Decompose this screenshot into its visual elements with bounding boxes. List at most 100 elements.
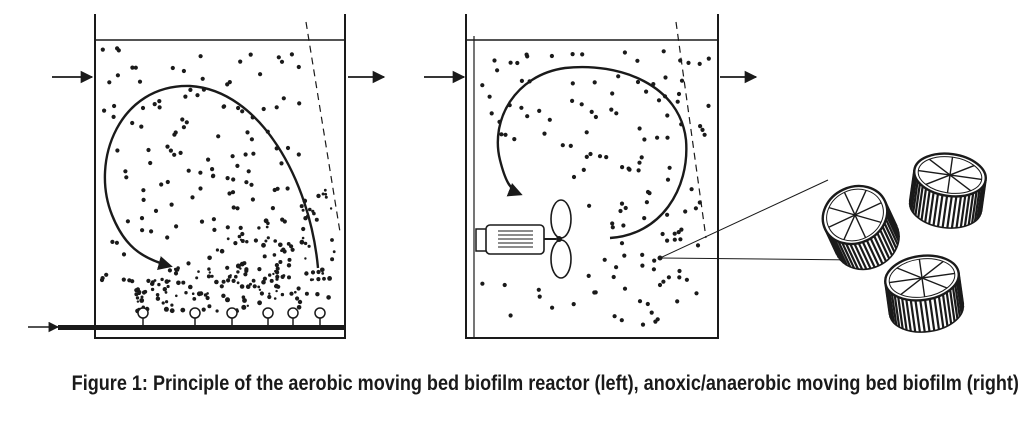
carrier-dot: [610, 91, 615, 96]
carrier-dot: [706, 103, 711, 108]
air-bubble: [197, 270, 200, 273]
air-bubble: [162, 287, 167, 292]
air-bubble: [241, 295, 246, 300]
carrier-dot: [261, 106, 266, 112]
diffuser: [314, 307, 326, 325]
air-bubble: [316, 269, 321, 275]
carrier-dot: [178, 150, 183, 155]
carrier-dot: [655, 135, 660, 140]
carrier-dot: [647, 191, 652, 196]
carrier-dot: [201, 87, 206, 92]
air-bubble: [164, 279, 170, 284]
carrier-dot: [211, 217, 216, 222]
air-bubble: [234, 274, 238, 279]
carrier-dot: [579, 102, 584, 107]
air-pipe: [58, 325, 345, 330]
carrier-dot: [649, 310, 654, 315]
air-bubble: [286, 263, 292, 268]
carrier-dot: [584, 154, 589, 159]
carrier-dot: [116, 48, 121, 53]
air-bubble: [191, 292, 195, 296]
carrier-dot: [238, 59, 243, 64]
carrier-dot: [274, 146, 279, 151]
carrier-dot: [584, 130, 589, 135]
carrier-dot: [675, 99, 680, 104]
carrier-dot: [252, 284, 257, 289]
carrier-dot: [279, 59, 285, 64]
air-bubble: [136, 300, 140, 303]
carrier-dot: [672, 231, 677, 236]
air-bubble: [315, 292, 320, 297]
carrier-dot: [698, 124, 703, 129]
anoxic-circulation-arrow: [496, 65, 688, 240]
carrier-dot: [112, 103, 117, 109]
carrier-dot: [524, 52, 529, 57]
carrier-dot: [114, 240, 119, 245]
carrier-dot: [244, 268, 249, 273]
air-bubble: [296, 305, 302, 310]
carrier-dot: [480, 281, 485, 286]
air-bubble: [163, 306, 169, 312]
carrier-dot: [259, 291, 264, 296]
carrier-dot: [675, 299, 680, 304]
air-bubble: [302, 198, 308, 204]
aerobic-reactor: [28, 14, 386, 339]
air-bubble: [307, 244, 311, 248]
air-bubble: [135, 287, 140, 292]
air-bubble: [330, 238, 334, 242]
carrier-dot: [602, 257, 607, 262]
air-bubble: [219, 248, 225, 254]
air-bubble: [278, 242, 283, 248]
carrier-dot: [296, 152, 301, 157]
carrier-dot: [592, 80, 597, 85]
carrier-dot: [225, 225, 230, 230]
air-bubble: [324, 195, 328, 199]
carrier-dot: [123, 169, 128, 174]
air-bubble: [157, 282, 161, 287]
carrier-dot: [570, 52, 575, 57]
carrier-dot: [495, 68, 500, 73]
carrier-dot: [230, 190, 236, 195]
carrier-dot: [614, 111, 619, 116]
air-bubble: [227, 274, 232, 279]
carrier-dot: [587, 203, 592, 208]
carrier-dot: [246, 169, 251, 174]
air-bubble: [242, 298, 247, 303]
air-bubble: [239, 284, 245, 289]
carrier-dot: [243, 272, 248, 277]
air-bubble: [241, 304, 247, 310]
carrier-dot: [115, 148, 120, 153]
carrier-dot: [537, 294, 542, 299]
carrier-dot: [580, 52, 585, 57]
carrier-dot: [125, 219, 130, 224]
air-bubble: [310, 270, 316, 275]
carrier-dot: [186, 168, 191, 173]
carrier-dot: [102, 108, 107, 113]
carrier-dot: [676, 230, 681, 235]
carrier-dot: [542, 131, 547, 136]
air-bubble: [327, 276, 332, 281]
air-bubble: [272, 253, 277, 257]
carrier-dot: [198, 170, 203, 175]
carrier-dot: [642, 137, 647, 142]
carrier-dot: [124, 175, 129, 180]
air-bubble: [321, 192, 325, 196]
carrier-dot: [665, 135, 670, 140]
carrier-dot: [104, 272, 109, 277]
carrier-dot: [130, 279, 135, 284]
air-bubble: [240, 239, 245, 243]
air-bubble: [192, 297, 197, 301]
carrier-dot: [244, 180, 249, 185]
air-bubble: [210, 274, 214, 278]
carrier-dot: [233, 241, 238, 246]
carrier-dot: [661, 279, 666, 284]
carrier-dot: [253, 238, 258, 243]
air-bubble: [195, 276, 199, 280]
air-bubble: [155, 293, 160, 297]
carrier-element: [821, 184, 900, 271]
carrier-dot: [188, 87, 193, 92]
carrier-dot: [141, 188, 146, 193]
aerobic-tank-walls: [94, 14, 346, 339]
carrier-dot: [110, 239, 115, 244]
carrier-dot: [676, 91, 682, 97]
